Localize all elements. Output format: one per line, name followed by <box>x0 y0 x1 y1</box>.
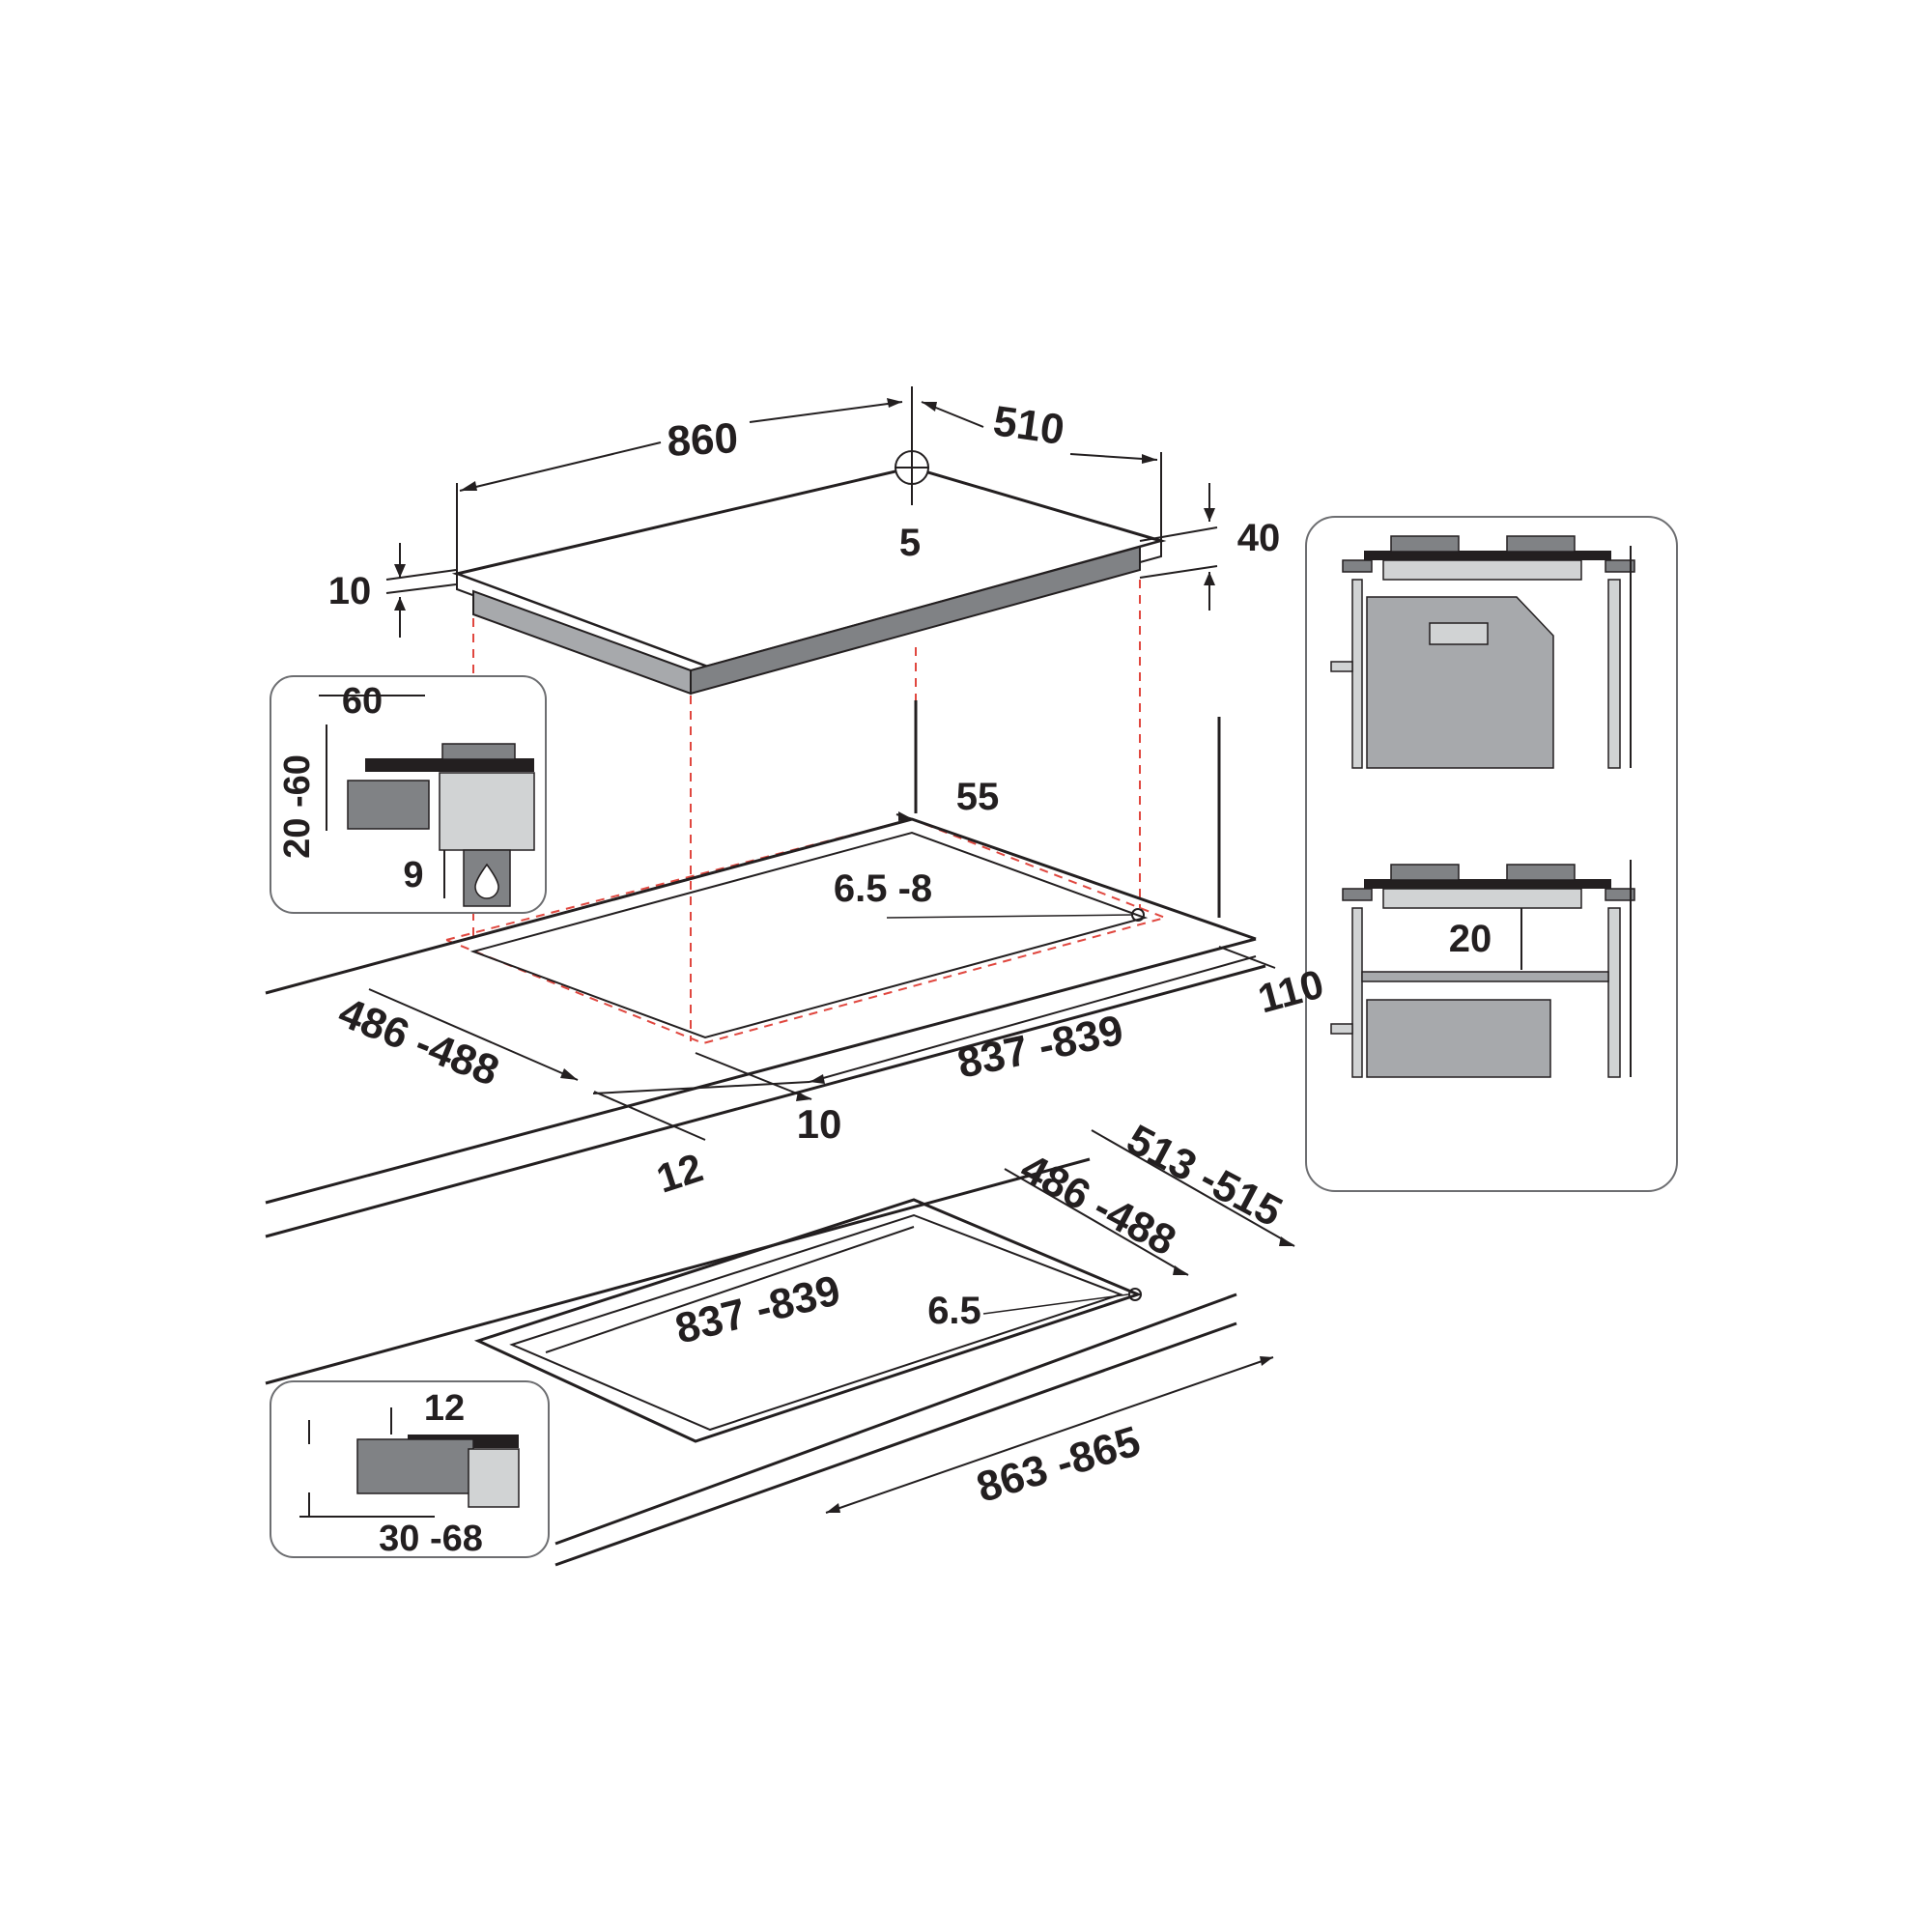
dim-line-12 <box>593 1091 706 1141</box>
gas-drop-icon <box>474 863 499 899</box>
hob-thickness-label: 10 <box>328 570 372 612</box>
burner-icon <box>1390 864 1460 881</box>
front-offset-label: 10 <box>797 1101 842 1147</box>
cabinet-side <box>1351 907 1363 1078</box>
hob-glass-section <box>1364 551 1611 560</box>
hob-arrowheads <box>394 398 1215 611</box>
cabinet-side <box>1351 579 1363 769</box>
dim-line-10 <box>695 1052 812 1100</box>
leader-line <box>982 1293 1129 1315</box>
inner-hole <box>509 1213 1123 1432</box>
separation-panel <box>1361 971 1609 982</box>
worktop-lower-edge <box>265 964 1266 1238</box>
inset-gas-top-label: 60 <box>342 681 383 722</box>
hob-body <box>468 1448 520 1508</box>
dim-line-860 <box>459 441 662 492</box>
outer-rebate <box>473 1198 1143 1443</box>
back-offset-label: 55 <box>956 776 1000 818</box>
dim-line-110 <box>1218 946 1276 969</box>
countertop-cutout <box>265 700 1276 1238</box>
worktop-end <box>1605 888 1635 901</box>
worktop-front-edge <box>554 1293 1237 1546</box>
front-edge-label: 12 <box>651 1145 708 1202</box>
hob-body <box>439 772 535 851</box>
dim-line-486 <box>1004 1168 1189 1276</box>
screw-hole-icon <box>1128 1288 1142 1301</box>
worktop-block <box>356 1438 474 1494</box>
worktop-section <box>365 758 534 772</box>
inset-flush-thickness-label: 30 -68 <box>379 1519 483 1559</box>
flush-cutout <box>265 1129 1295 1567</box>
burner-icon <box>441 743 516 760</box>
inset-gas-panel <box>270 675 547 914</box>
cutout-depth-label: 486 -488 <box>332 988 505 1095</box>
worktop-end <box>1605 559 1635 573</box>
hob-glass-section <box>1364 879 1611 889</box>
screw-hole-label: 6.5 -8 <box>834 867 932 910</box>
inset-flush-panel <box>270 1380 550 1558</box>
dim-line-860 <box>749 401 903 423</box>
worktop-back-edge <box>265 1157 1091 1385</box>
worktop-end <box>1342 888 1373 901</box>
cabinet-side <box>1607 579 1621 769</box>
burner-icon <box>1506 864 1576 881</box>
dim-line-486 <box>368 988 579 1081</box>
oven-handle <box>1429 622 1489 645</box>
worktop-back-edge <box>265 817 913 995</box>
worktop-lower-edge <box>554 1321 1237 1567</box>
corner-hole-label: 5 <box>899 522 921 564</box>
ext-line <box>1139 526 1218 542</box>
hob-body <box>1382 559 1582 581</box>
knob <box>1330 1023 1353 1035</box>
side-gap-20-label: 20 <box>1449 918 1492 960</box>
ext-line <box>385 569 457 581</box>
cutout-width-label: 837 -839 <box>953 1007 1127 1088</box>
inset-flush-step-label: 12 <box>424 1388 465 1429</box>
dim-line-513 <box>1091 1129 1295 1247</box>
burner-icon <box>1390 535 1460 553</box>
hob-height-label: 40 <box>1237 517 1281 559</box>
knob <box>1330 661 1353 672</box>
drawer-unit <box>1366 999 1551 1078</box>
worktop-front-edge <box>265 937 1257 1205</box>
leader-line <box>886 914 1133 919</box>
dim-line-837 <box>809 955 1257 1083</box>
burner-icon <box>1506 535 1576 553</box>
hob-width-label: 860 <box>666 414 739 466</box>
flush-screw-hole-label: 6.5 <box>927 1290 981 1332</box>
cabinet-side <box>1607 907 1621 1078</box>
cutout-arrowheads <box>560 811 913 1101</box>
dim-line-837 <box>545 1226 915 1353</box>
oven-unit <box>1366 596 1554 769</box>
hob-drawing <box>451 440 1167 696</box>
hob-body <box>1382 888 1582 909</box>
ext-line <box>1139 565 1218 579</box>
hob-depth-label: 510 <box>990 397 1067 454</box>
cutout-hole <box>469 831 1149 1039</box>
worktop-block <box>347 780 430 830</box>
flush-arrowheads <box>826 1236 1294 1513</box>
inset-gas-side-label: 20 -60 <box>277 754 318 859</box>
ext-line <box>385 583 457 594</box>
inset-gas-bottom-label: 9 <box>403 855 423 895</box>
dim-line-863 <box>825 1356 1274 1514</box>
side-panel <box>1305 516 1678 1192</box>
worktop-right-edge <box>911 817 1257 941</box>
ext-line <box>592 1081 810 1094</box>
hob-body-side <box>690 545 1141 696</box>
worktop-end <box>1342 559 1373 573</box>
